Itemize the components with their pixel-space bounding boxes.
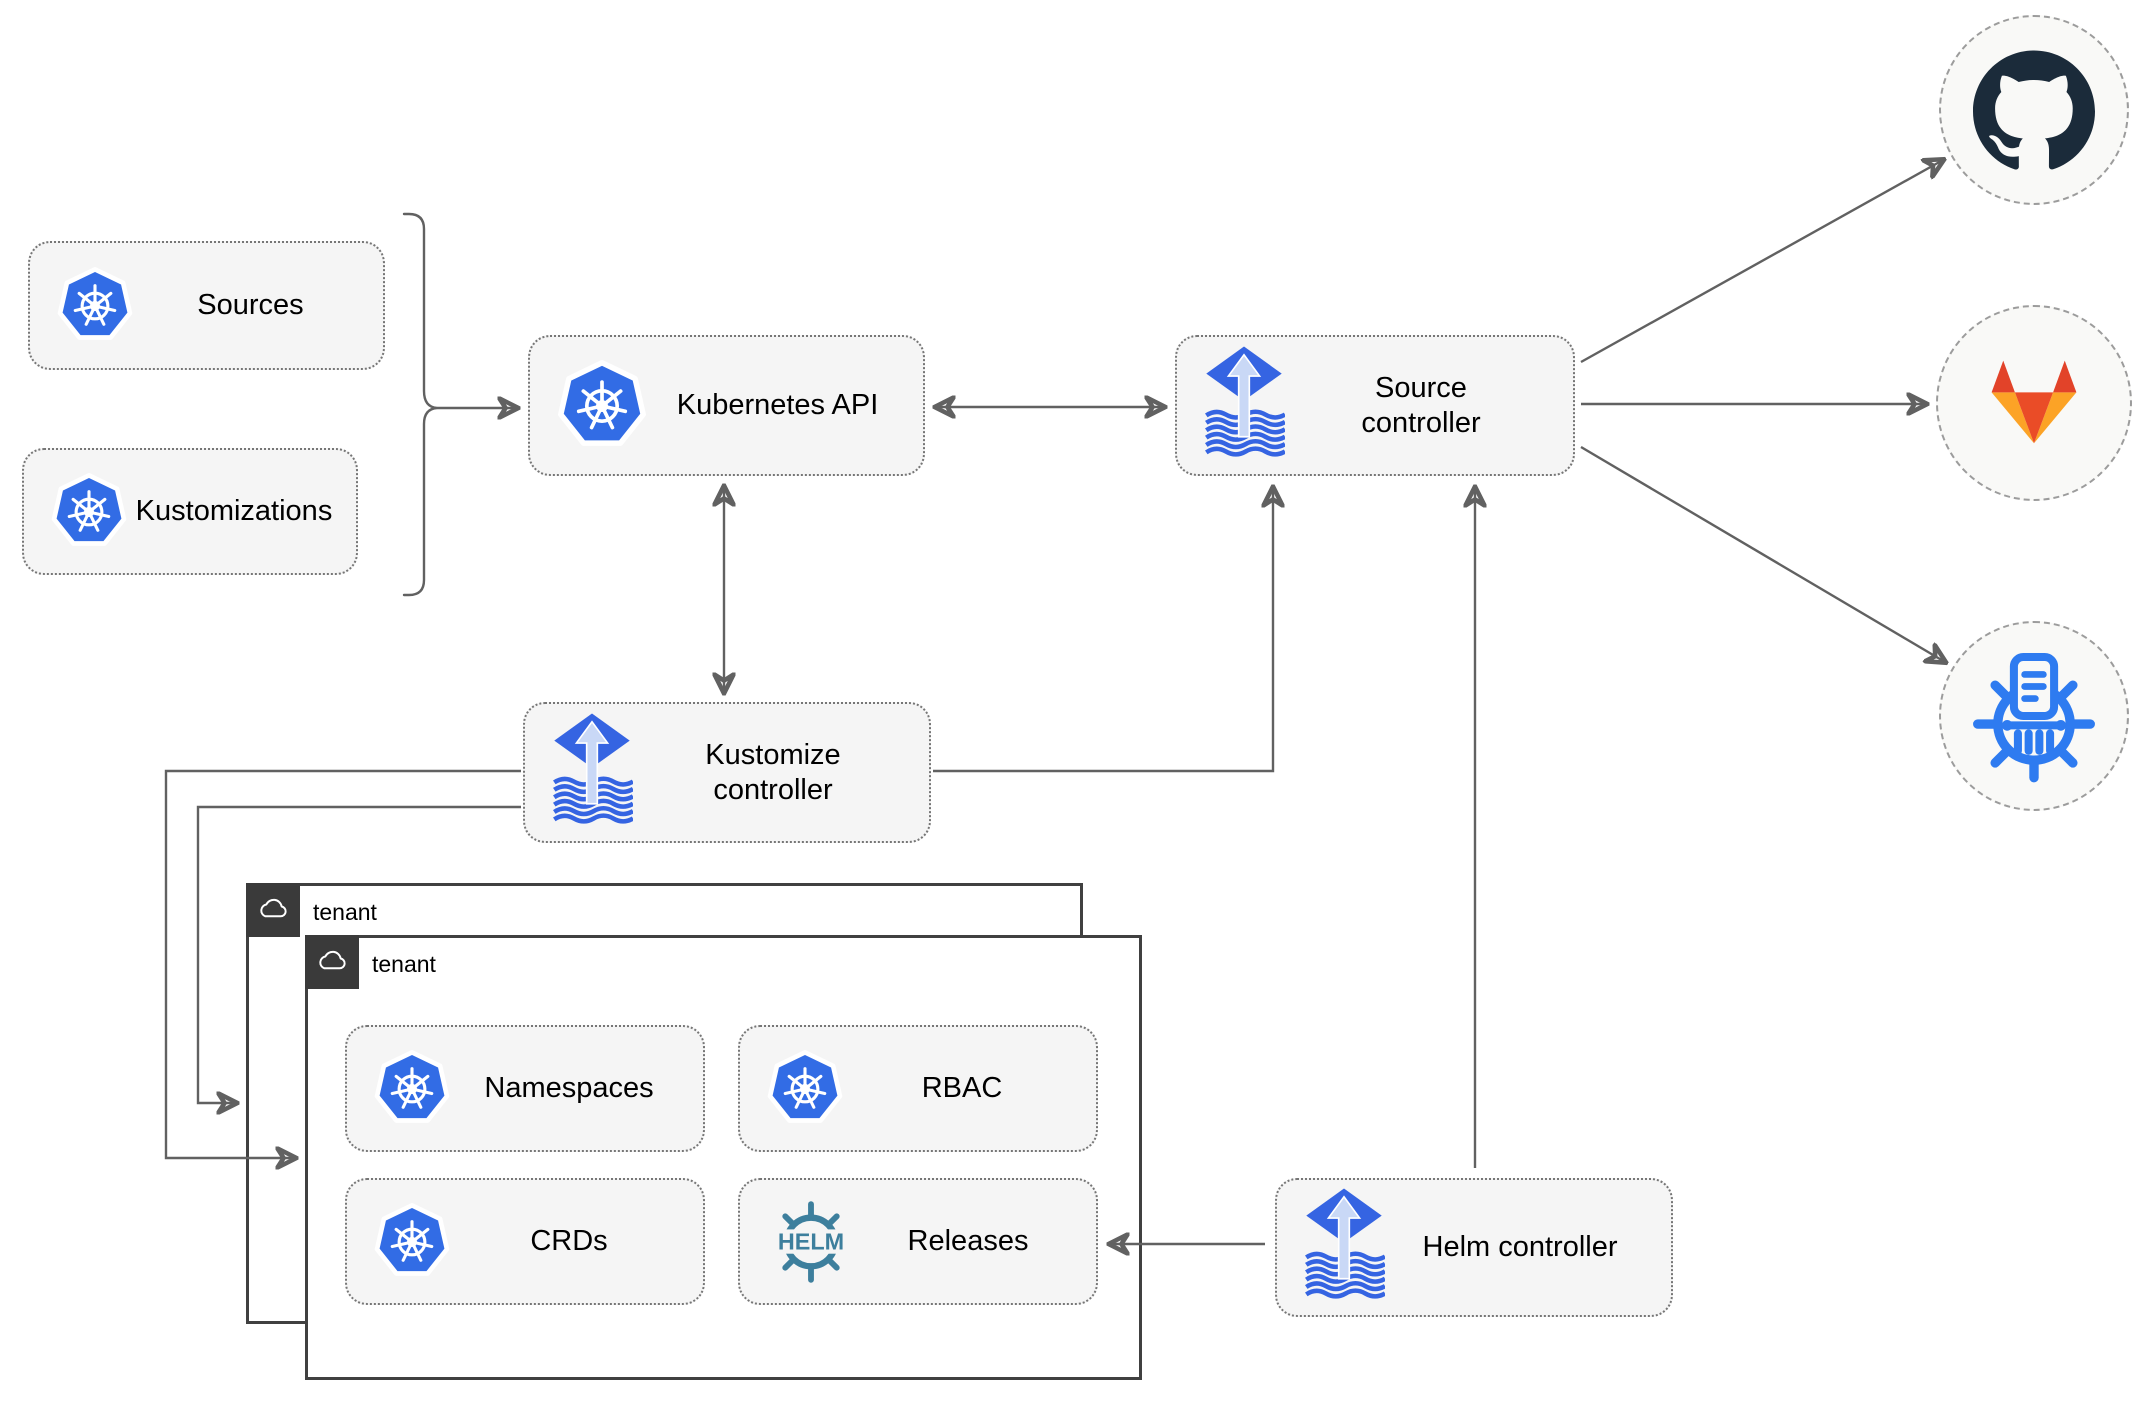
tenant-inner-label: tenant [372, 951, 436, 977]
kubernetes-icon [56, 267, 134, 345]
node-kustomize-controller-label: Kustomize controller [705, 739, 841, 806]
tenant-outer-label: tenant [313, 899, 377, 925]
cloud-icon [255, 897, 291, 923]
cloud-icon [314, 949, 350, 975]
github-icon [1973, 49, 2095, 171]
kubernetes-icon [373, 1203, 451, 1281]
node-kustomize-controller: Kustomize controller [523, 702, 931, 843]
node-sources-label: Sources [197, 289, 304, 322]
node-releases-label: Releases [907, 1225, 1029, 1258]
edge-kustomize-to-source-controller [933, 488, 1273, 773]
kubernetes-icon [556, 360, 648, 452]
registry-icon [1967, 649, 2101, 783]
flux-icon [551, 713, 633, 833]
node-releases: Releases [738, 1178, 1098, 1305]
node-namespaces: Namespaces [345, 1025, 705, 1152]
endpoint-gitlab [1936, 305, 2132, 501]
kubernetes-icon [50, 473, 128, 551]
tenant-box-inner: tenant [305, 935, 1142, 1380]
kubernetes-icon [373, 1050, 451, 1128]
node-namespaces-label: Namespaces [484, 1072, 654, 1105]
edge-source-controller-to-registry [1580, 445, 1945, 662]
edge-bracket [402, 212, 438, 597]
endpoint-registry [1939, 621, 2129, 811]
tenant-outer-tab [246, 883, 300, 937]
edge-source-controller-to-github [1580, 160, 1943, 364]
endpoint-github [1939, 15, 2129, 205]
node-kubernetes-api: Kubernetes API [528, 335, 925, 476]
node-kustomizations: Kustomizations [22, 448, 358, 575]
node-crds-label: CRDs [530, 1225, 608, 1258]
node-helm-controller-label: Helm controller [1422, 1231, 1618, 1264]
node-source-controller: Source controller [1175, 335, 1575, 476]
node-source-controller-label: Source controller [1361, 372, 1481, 439]
kubernetes-icon [766, 1050, 844, 1128]
node-rbac-label: RBAC [921, 1072, 1003, 1105]
node-kustomizations-label: Kustomizations [135, 495, 333, 528]
helm-icon [766, 1197, 856, 1287]
node-sources: Sources [28, 241, 385, 370]
flux-icon [1303, 1188, 1385, 1308]
node-kubernetes-api-label: Kubernetes API [676, 389, 879, 422]
tenant-inner-tab [305, 935, 359, 989]
gitlab-icon [1981, 354, 2087, 452]
node-rbac: RBAC [738, 1025, 1098, 1152]
node-helm-controller: Helm controller [1275, 1178, 1673, 1317]
flux-icon [1203, 346, 1285, 466]
node-crds: CRDs [345, 1178, 705, 1305]
